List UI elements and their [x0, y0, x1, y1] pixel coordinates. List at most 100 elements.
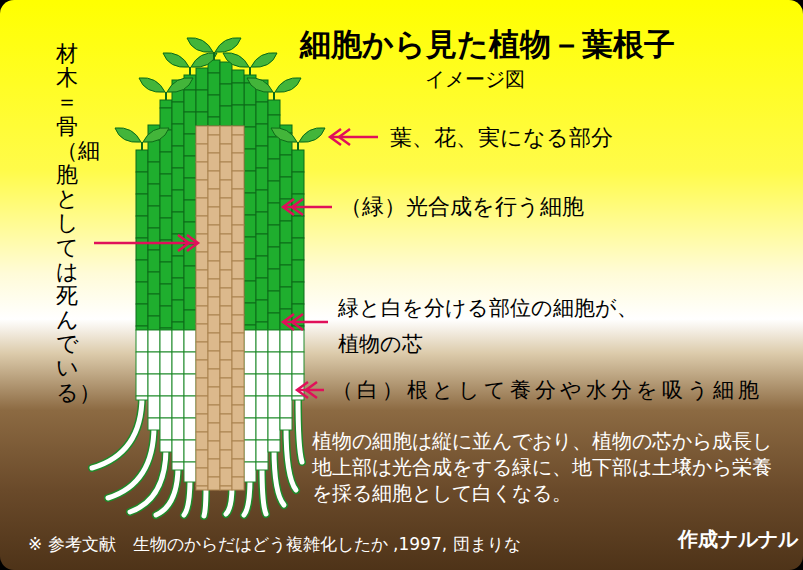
green-cell — [268, 181, 280, 203]
subtitle: イメージ図 — [425, 66, 525, 93]
white-cell — [160, 352, 172, 374]
green-cell — [268, 313, 280, 330]
green-cell — [244, 193, 256, 215]
root-outline — [130, 448, 166, 512]
green-cell — [136, 194, 148, 216]
white-cell — [244, 352, 256, 374]
white-cell — [244, 374, 256, 396]
green-cell — [292, 238, 304, 260]
white-cell — [244, 396, 256, 418]
white-cell — [268, 352, 280, 374]
root-outline — [262, 466, 266, 514]
leaf — [251, 53, 277, 67]
wood-cell — [208, 297, 220, 315]
root — [108, 426, 154, 498]
white-cell — [172, 440, 184, 462]
wood-cell — [196, 144, 208, 162]
wood-cell — [208, 171, 220, 189]
wood-cell — [232, 387, 244, 405]
leader-arrow — [283, 199, 332, 215]
green-cell — [244, 149, 256, 171]
leader-arrows — [94, 129, 378, 398]
green-cell — [244, 281, 256, 303]
green-cell — [184, 90, 196, 112]
leader-arrow — [283, 314, 328, 330]
green-cell — [244, 325, 256, 330]
white-cell — [268, 418, 280, 440]
wood-cell — [208, 351, 220, 369]
white-cell — [256, 418, 268, 440]
wood-cell — [208, 126, 220, 135]
root-outline — [92, 396, 142, 468]
white-cell — [244, 330, 256, 352]
green-cell — [268, 137, 280, 159]
white-cell — [148, 374, 160, 396]
white-cell — [268, 440, 280, 452]
wood-cell — [196, 306, 208, 324]
wood-cell — [232, 459, 244, 477]
green-cell — [148, 316, 160, 330]
green-cell — [268, 225, 280, 247]
wood-cell — [220, 486, 232, 490]
wood-cell — [232, 477, 244, 490]
white-cell — [160, 440, 172, 452]
white-cell — [268, 330, 280, 352]
white-cell — [148, 418, 160, 430]
white-cell — [268, 396, 280, 418]
leaf — [187, 38, 213, 52]
white-cell — [160, 330, 172, 352]
root — [274, 448, 284, 505]
green-cell — [148, 250, 160, 272]
wood-cell — [232, 423, 244, 441]
wood-cell — [232, 135, 244, 153]
white-cell — [256, 396, 268, 418]
green-cell — [160, 174, 172, 196]
white-cell — [160, 396, 172, 418]
wood-cell — [196, 180, 208, 198]
green-cell — [256, 234, 268, 256]
root — [92, 396, 142, 468]
green-cell — [244, 303, 256, 325]
green-cell — [256, 102, 268, 124]
wood-cell — [208, 459, 220, 477]
white-cell — [280, 330, 292, 352]
wood-cell — [220, 288, 232, 306]
green-cell — [148, 140, 160, 162]
white-cell — [160, 418, 172, 440]
wood-cell — [232, 153, 244, 171]
white-cell — [184, 374, 196, 396]
leaf — [191, 53, 217, 67]
green-cell — [184, 178, 196, 200]
white-cell — [184, 396, 196, 418]
green-cell — [160, 152, 172, 174]
green-cell — [208, 73, 220, 95]
green-cell — [256, 124, 268, 146]
wood-cell — [220, 306, 232, 324]
wood-cell — [232, 297, 244, 315]
wood-cell — [196, 468, 208, 486]
wood-cell — [220, 126, 232, 144]
green-cell — [292, 172, 304, 194]
wood-cell — [196, 450, 208, 468]
wood-cell — [232, 126, 244, 135]
green-cell — [172, 190, 184, 212]
signature: 作成ナルナル — [678, 526, 798, 553]
wood-cell — [208, 225, 220, 243]
green-cell — [184, 310, 196, 330]
green-cell — [148, 272, 160, 294]
wood-cell — [208, 243, 220, 261]
wood-cell — [208, 189, 220, 207]
green-cell — [256, 256, 268, 278]
white-cell — [148, 352, 160, 374]
green-cell — [244, 237, 256, 259]
callout-label: （緑）光合成を行う細胞 — [340, 192, 584, 222]
leaf — [139, 78, 165, 92]
wood-cell — [220, 144, 232, 162]
white-cell — [292, 352, 304, 374]
wood-cell — [220, 432, 232, 450]
green-cell — [292, 194, 304, 216]
wood-cell — [208, 135, 220, 153]
wood-cell — [220, 450, 232, 468]
green-cell — [172, 278, 184, 300]
